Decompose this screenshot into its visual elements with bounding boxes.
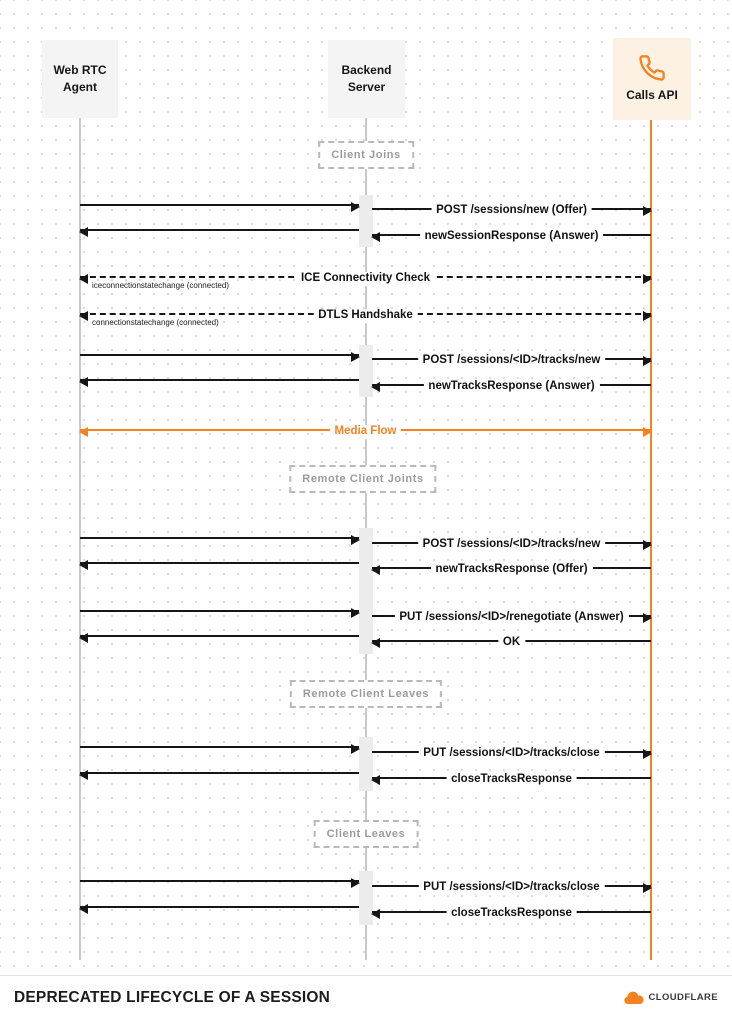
arrowhead-left bbox=[79, 770, 88, 780]
arrowhead-left bbox=[79, 560, 88, 570]
arrowhead-left bbox=[79, 227, 88, 237]
relay-arrow bbox=[80, 202, 360, 212]
actor-backend-server: Backend Server bbox=[328, 40, 405, 118]
diagram-canvas: Web RTC Agent Backend Server Calls API C… bbox=[0, 0, 732, 975]
message-label: POST /sessions/new (Offer) bbox=[431, 204, 592, 218]
message-label: PUT /sessions/<ID>/renegotiate (Answer) bbox=[394, 611, 629, 625]
arrowhead-left bbox=[371, 775, 380, 785]
relay-arrow bbox=[79, 633, 359, 643]
cloudflare-cloud-icon bbox=[623, 991, 644, 1004]
actor-label: Calls API bbox=[626, 87, 678, 102]
arrowhead-left bbox=[371, 232, 380, 242]
arrowhead-left bbox=[371, 382, 380, 392]
message-label: DTLS Handshake bbox=[313, 309, 418, 323]
event-note: iceconnectionstatechange (connected) bbox=[92, 281, 229, 290]
brand-name: CLOUDFLARE bbox=[648, 992, 718, 1003]
arrowhead-right bbox=[351, 878, 360, 888]
actor-label: Backend Server bbox=[341, 62, 392, 94]
message-label: Media Flow bbox=[329, 425, 402, 439]
message-label: POST /sessions/<ID>/tracks/new bbox=[417, 354, 606, 368]
arrowhead-right bbox=[643, 427, 652, 437]
message-label: ICE Connectivity Check bbox=[295, 272, 436, 286]
message-label: newTracksResponse (Answer) bbox=[423, 380, 600, 394]
arrowhead-left bbox=[79, 427, 88, 437]
activation-bar bbox=[359, 871, 373, 925]
message-arrow: OK bbox=[371, 636, 651, 650]
message-label: newSessionResponse (Answer) bbox=[419, 230, 604, 244]
arrowhead-right bbox=[643, 540, 652, 550]
arrowhead-left bbox=[79, 311, 88, 321]
message-arrow: POST /sessions/<ID>/tracks/new bbox=[372, 354, 652, 368]
arrowhead-right bbox=[643, 274, 652, 284]
arrowhead-left bbox=[371, 638, 380, 648]
activation-bar bbox=[359, 528, 373, 654]
message-label: POST /sessions/<ID>/tracks/new bbox=[417, 538, 606, 552]
arrowhead-left bbox=[371, 909, 380, 919]
actor-webrtc-agent: Web RTC Agent bbox=[42, 40, 118, 118]
relay-arrow bbox=[79, 227, 359, 237]
arrowhead-right bbox=[351, 608, 360, 618]
message-arrow: PUT /sessions/<ID>/tracks/close bbox=[372, 747, 652, 761]
activation-bar bbox=[359, 345, 373, 397]
ice-connectivity-arrow: ICE Connectivity Check bbox=[79, 272, 652, 286]
actor-label: Web RTC Agent bbox=[53, 62, 107, 94]
arrowhead-right bbox=[643, 356, 652, 366]
phase-remote-client-leaves: Remote Client Leaves bbox=[289, 680, 443, 708]
relay-arrow bbox=[79, 904, 359, 914]
phone-icon bbox=[639, 54, 665, 81]
relay-arrow bbox=[80, 608, 360, 618]
arrowhead-right bbox=[351, 744, 360, 754]
relay-arrow bbox=[79, 560, 359, 570]
arrowhead-left bbox=[371, 565, 380, 575]
activation-bar bbox=[359, 737, 373, 791]
phase-client-leaves: Client Leaves bbox=[313, 820, 419, 848]
arrowhead-right bbox=[643, 206, 652, 216]
message-label: newTracksResponse (Offer) bbox=[430, 563, 593, 577]
activation-bar bbox=[359, 195, 373, 247]
arrowhead-right bbox=[643, 613, 652, 623]
dtls-handshake-arrow: DTLS Handshake bbox=[79, 309, 652, 323]
relay-arrow bbox=[79, 770, 359, 780]
arrowhead-right bbox=[643, 883, 652, 893]
arrowhead-left bbox=[79, 633, 88, 643]
relay-arrow bbox=[80, 878, 360, 888]
message-label: PUT /sessions/<ID>/tracks/close bbox=[418, 881, 605, 895]
relay-arrow bbox=[80, 352, 360, 362]
message-label: closeTracksResponse bbox=[446, 907, 577, 921]
actor-calls-api: Calls API bbox=[613, 38, 691, 120]
message-arrow: newTracksResponse (Answer) bbox=[371, 380, 651, 394]
media-flow-arrow: Media Flow bbox=[79, 425, 652, 439]
arrowhead-right bbox=[351, 202, 360, 212]
message-arrow: newSessionResponse (Answer) bbox=[371, 230, 651, 244]
arrowhead-right bbox=[643, 311, 652, 321]
arrowhead-left bbox=[79, 377, 88, 387]
message-arrow: closeTracksResponse bbox=[371, 907, 651, 921]
message-arrow: PUT /sessions/<ID>/renegotiate (Answer) bbox=[372, 611, 652, 625]
event-note: connectionstatechange (connected) bbox=[92, 318, 219, 327]
message-arrow: closeTracksResponse bbox=[371, 773, 651, 787]
relay-arrow bbox=[80, 744, 360, 754]
arrowhead-right bbox=[351, 535, 360, 545]
lifeline-webrtc-agent bbox=[79, 118, 81, 960]
message-arrow: POST /sessions/new (Offer) bbox=[372, 204, 652, 218]
message-label: PUT /sessions/<ID>/tracks/close bbox=[418, 747, 605, 761]
relay-arrow bbox=[80, 535, 360, 545]
arrowhead-right bbox=[643, 749, 652, 759]
footer: DEPRECATED LIFECYCLE OF A SESSION CLOUDF… bbox=[0, 975, 732, 1019]
message-arrow: POST /sessions/<ID>/tracks/new bbox=[372, 538, 652, 552]
phase-remote-client-joints: Remote Client Joints bbox=[289, 465, 437, 493]
relay-arrow bbox=[79, 377, 359, 387]
page-title: DEPRECATED LIFECYCLE OF A SESSION bbox=[14, 988, 331, 1006]
message-arrow: PUT /sessions/<ID>/tracks/close bbox=[372, 881, 652, 895]
cloudflare-logo: CLOUDFLARE bbox=[623, 991, 718, 1005]
phase-client-joins: Client Joins bbox=[318, 141, 414, 169]
arrowhead-right bbox=[351, 352, 360, 362]
message-arrow: newTracksResponse (Offer) bbox=[371, 563, 651, 577]
message-label: OK bbox=[497, 636, 526, 650]
arrowhead-left bbox=[79, 904, 88, 914]
arrowhead-left bbox=[79, 274, 88, 284]
message-label: closeTracksResponse bbox=[446, 773, 577, 787]
